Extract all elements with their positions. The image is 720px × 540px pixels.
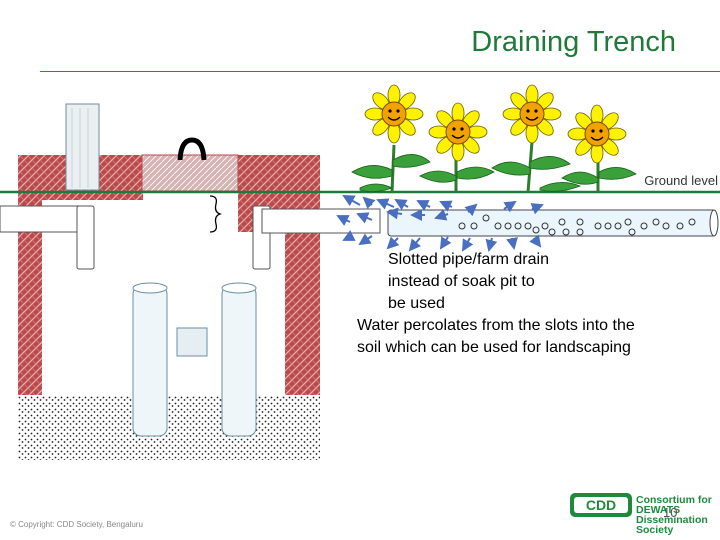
description-text: Slotted pipe/farm drain instead of soak … (357, 249, 687, 359)
sunflower-icon (428, 102, 488, 162)
sunflowers (351, 84, 637, 193)
sunflower-icon (502, 84, 562, 144)
sunflower-icon (364, 84, 424, 144)
baffle-pipes (132, 285, 257, 437)
sunflower-icon (567, 104, 627, 164)
description-line: soil which can be used for landscaping (357, 339, 631, 356)
description-line: Water percolates from the slots into the (357, 317, 635, 334)
vent-pipe (65, 103, 100, 191)
drain-slots (458, 214, 696, 236)
title-underline (40, 71, 720, 72)
ground-level-label: Ground level (644, 173, 718, 188)
description-line: Slotted pipe/farm drain (388, 251, 549, 268)
page-title: Draining Trench (471, 26, 676, 58)
septic-tank-structure (18, 154, 320, 460)
percolation-arrows (336, 195, 544, 252)
outlet-pipe (261, 208, 381, 234)
svg-text:CDD: CDD (586, 497, 616, 513)
inlet-pipe (0, 205, 88, 233)
description-line: instead of soak pit to (388, 273, 535, 290)
lid-handle (177, 137, 207, 161)
logo-text: Consortium for DEWATS Dissemination Soci… (636, 494, 712, 536)
cdd-logo-icon: CDD (570, 493, 632, 517)
copyright-text: © Copyright: CDD Society, Bengaluru (10, 520, 143, 529)
description-line: be used (388, 295, 445, 312)
page-number: 10 (663, 505, 678, 520)
